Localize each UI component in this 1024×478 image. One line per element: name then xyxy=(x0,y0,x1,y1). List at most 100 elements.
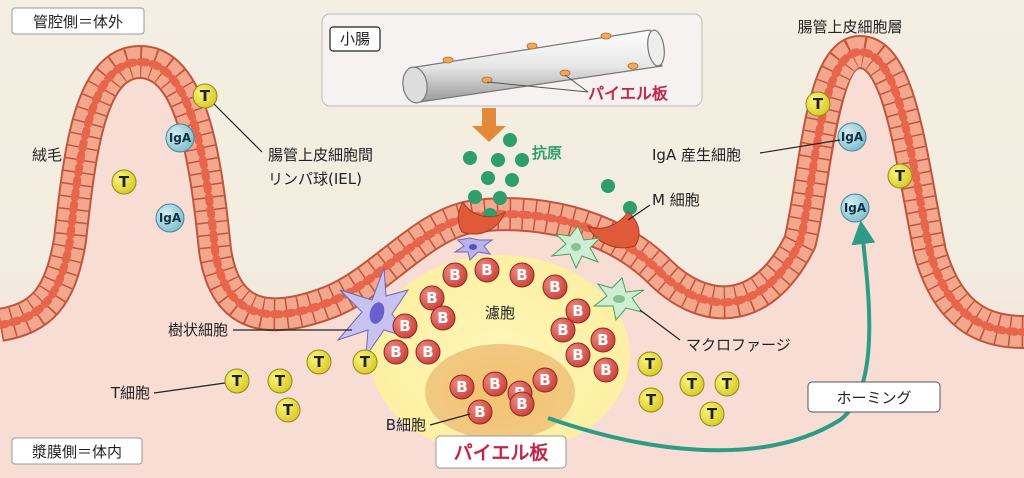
epithelium-layer-label: 腸管上皮細胞層 xyxy=(797,18,902,36)
svg-text:B: B xyxy=(422,343,433,361)
svg-text:B: B xyxy=(390,343,401,361)
t-cell: T xyxy=(805,91,831,117)
leader-lines xyxy=(153,103,841,426)
svg-text:T: T xyxy=(707,405,718,423)
t-cell-label: T細胞 xyxy=(110,384,150,402)
b-cell: B xyxy=(442,262,468,288)
m-cell-left xyxy=(457,201,507,235)
svg-text:B: B xyxy=(572,346,583,364)
svg-text:B: B xyxy=(549,278,560,296)
b-cell: B xyxy=(419,285,445,311)
b-cell: B xyxy=(430,305,456,331)
peyer-patch-label-top: パイエル板 xyxy=(588,84,669,103)
b-cell: B xyxy=(383,339,409,365)
b-cell-label: B細胞 xyxy=(386,416,426,434)
svg-text:T: T xyxy=(360,353,371,371)
svg-text:B: B xyxy=(489,375,500,393)
svg-text:B: B xyxy=(399,317,410,335)
b-cell: B xyxy=(593,357,619,383)
b-cell: B xyxy=(509,262,535,288)
svg-text:T: T xyxy=(687,375,698,393)
svg-text:T: T xyxy=(314,353,325,371)
homing-box xyxy=(807,381,941,413)
t-cell: T xyxy=(887,163,913,189)
svg-text:IgA: IgA xyxy=(159,211,182,225)
svg-text:B: B xyxy=(597,331,608,349)
t-cell: T xyxy=(714,371,740,397)
svg-text:IgA: IgA xyxy=(169,131,192,145)
t-cell: T xyxy=(638,387,664,413)
dendritic-cell-label: 樹状細胞 xyxy=(168,321,228,339)
t-cell: T xyxy=(352,349,378,375)
m-cell-label: M 細胞 xyxy=(652,191,700,209)
iga-cell: IgA xyxy=(165,123,195,153)
svg-text:T: T xyxy=(895,167,906,185)
t-cell: T xyxy=(306,349,332,375)
peyer-patch-box xyxy=(435,435,567,469)
b-cell: B xyxy=(565,342,591,368)
lumen-side-label: 管腔側＝体外 xyxy=(33,13,123,31)
svg-text:B: B xyxy=(437,309,448,327)
svg-text:B: B xyxy=(516,395,527,413)
svg-text:B: B xyxy=(481,261,492,279)
small-intestine-label: 小腸 xyxy=(340,30,370,48)
antigen-label: 抗原 xyxy=(532,144,562,162)
t-cells: T T T T T T T T T T T T T T xyxy=(111,83,913,427)
body-side-box xyxy=(11,437,143,465)
peyer-patch-label-bottom: パイエル板 xyxy=(454,441,550,464)
iel-label-line1: 腸管上皮細胞間 xyxy=(268,146,373,164)
svg-text:B: B xyxy=(426,289,437,307)
svg-text:T: T xyxy=(275,372,286,390)
iel-label-line2: リンパ球(IEL) xyxy=(268,170,362,188)
t-cell: T xyxy=(699,401,725,427)
svg-text:T: T xyxy=(283,401,294,419)
t-cell: T xyxy=(267,368,293,394)
svg-text:B: B xyxy=(449,266,460,284)
b-cell: B xyxy=(532,367,558,393)
body-side-label: 漿膜側＝体内 xyxy=(32,443,122,461)
t-cell: T xyxy=(637,351,663,377)
m-cell-right xyxy=(586,211,640,249)
b-cell: B xyxy=(392,313,418,339)
b-cell: B xyxy=(550,317,576,343)
b-cells: B B B B B B B B B B B B B B B B B B B B xyxy=(383,257,619,425)
homing-arrow xyxy=(547,220,876,453)
svg-text:B: B xyxy=(557,321,568,339)
svg-text:B: B xyxy=(600,361,611,379)
b-cell: B xyxy=(542,274,568,300)
b-cell: B xyxy=(415,339,441,365)
macrophage-label: マクロファージ xyxy=(686,336,791,354)
svg-text:T: T xyxy=(119,173,130,191)
orange-down-arrow xyxy=(472,108,506,142)
svg-text:B: B xyxy=(572,302,583,320)
iga-producing-cell-label: IgA 産生細胞 xyxy=(652,146,741,164)
t-cell: T xyxy=(224,368,250,394)
villus-label: 絨毛 xyxy=(32,146,62,164)
lumen-side-box xyxy=(11,7,145,35)
b-cell: B xyxy=(590,327,616,353)
b-cell: B xyxy=(565,298,591,324)
iga-cell: IgA xyxy=(837,122,867,152)
iga-cell: IgA xyxy=(155,203,185,233)
b-cell: B xyxy=(509,391,535,417)
svg-text:T: T xyxy=(722,375,733,393)
svg-text:B: B xyxy=(539,371,550,389)
t-cell: T xyxy=(192,83,218,109)
b-cell: B xyxy=(474,257,500,283)
follicle-label: 濾胞 xyxy=(485,304,515,322)
iga-cells: IgA IgA IgA IgA xyxy=(155,122,870,233)
svg-text:T: T xyxy=(646,391,657,409)
t-cell: T xyxy=(679,371,705,397)
svg-text:T: T xyxy=(232,372,243,390)
svg-text:B: B xyxy=(474,403,485,421)
t-cell: T xyxy=(111,169,137,195)
svg-text:IgA: IgA xyxy=(844,201,867,215)
b-cell: B xyxy=(467,399,493,425)
svg-text:B: B xyxy=(516,266,527,284)
svg-text:T: T xyxy=(645,355,656,373)
homing-label: ホーミング xyxy=(836,389,911,407)
svg-text:B: B xyxy=(456,378,467,396)
b-cell: B xyxy=(482,371,508,397)
